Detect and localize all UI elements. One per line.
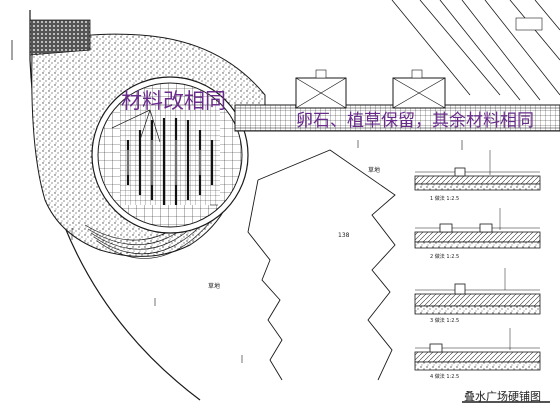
- section-detail-3: [414, 283, 541, 315]
- section-detail-4: [414, 343, 541, 371]
- plaza-material-callout: 材料改相同: [121, 89, 226, 113]
- pavilion-boxes: [295, 69, 446, 109]
- section-label-3: 3 做法 1:2.5: [430, 317, 459, 324]
- detail-sections: [414, 150, 541, 371]
- section-detail-2: [414, 223, 541, 249]
- building-label: 138: [338, 232, 350, 239]
- parking-lines: [391, 0, 560, 101]
- dimension-ticks: [71, 140, 463, 363]
- section-label-4: 4 做法 1:2.5: [430, 373, 459, 380]
- area-labels: 138 草地 草地: [208, 166, 380, 290]
- building-outline: [247, 149, 396, 381]
- central-plaza: [91, 76, 249, 234]
- section-detail-1: [414, 167, 541, 191]
- lawn-label: 草地: [208, 282, 220, 290]
- section-label-2: 2 做法 1:2.5: [430, 253, 459, 260]
- section-label-1: 1 做法 1:2.5: [430, 195, 459, 202]
- drawing-title: 叠水广场硬铺图: [464, 390, 541, 403]
- walkway-material-callout: 卵石、植草保留，其余材料相同: [296, 111, 534, 131]
- small-label: 草地: [368, 166, 380, 174]
- section-labels: 1 做法 1:2.5 2 做法 1:2.5 3 做法 1:2.5 4 做法 1:…: [430, 195, 459, 380]
